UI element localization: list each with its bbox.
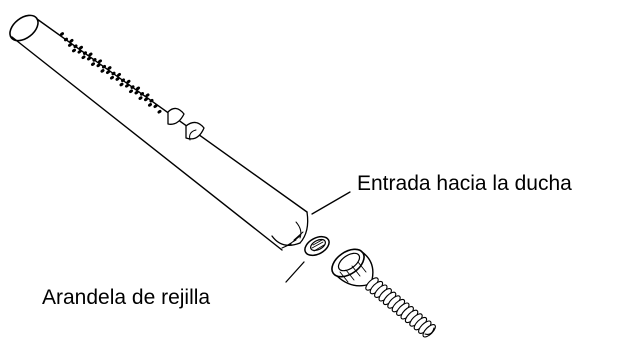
wand-buttons (167, 107, 205, 141)
spray-nozzles (60, 32, 162, 114)
spray-nozzle (68, 43, 72, 47)
leader-line-washer (285, 261, 305, 283)
spray-nozzle (81, 55, 86, 60)
spray-nozzle (60, 32, 64, 36)
spray-nozzle (121, 78, 125, 83)
spray-nozzle (134, 90, 139, 95)
spray-nozzle (157, 109, 162, 114)
spray-nozzle (136, 86, 140, 91)
hose-coupling (331, 248, 374, 287)
spray-nozzle (106, 70, 110, 74)
flexible-hose (365, 277, 436, 338)
spray-nozzle (144, 97, 148, 102)
spray-nozzle (64, 37, 68, 42)
handshower-wand (9, 14, 309, 251)
spray-nozzle (77, 50, 82, 54)
leader-line-inlet (311, 191, 351, 215)
spray-nozzle (73, 44, 78, 49)
spray-nozzle (117, 73, 121, 77)
label-washer: Arandela de rejilla (42, 286, 211, 309)
spray-nozzle (98, 59, 102, 63)
spray-nozzle (88, 52, 93, 57)
leader-lines (285, 191, 351, 283)
spray-nozzle (87, 56, 91, 61)
spray-nozzle (140, 92, 144, 96)
spray-nozzle (153, 104, 158, 108)
spray-nozzle (69, 39, 74, 43)
spray-nozzle (100, 69, 105, 73)
spray-nozzle (119, 82, 124, 87)
spray-nozzle (111, 71, 116, 76)
spray-nozzle (126, 79, 131, 84)
spray-nozzle (91, 62, 95, 66)
spray-nozzle (145, 93, 150, 97)
spray-nozzle (138, 96, 143, 100)
spray-nozzle (96, 63, 101, 68)
spray-nozzle (130, 85, 135, 89)
spray-nozzle (102, 64, 106, 69)
spray-nozzle (72, 48, 76, 53)
hose-end (424, 327, 435, 335)
screen-washer (304, 235, 330, 257)
spray-nozzle (149, 98, 154, 103)
spray-nozzle (92, 58, 97, 62)
spray-nozzle (148, 103, 152, 107)
spray-nozzle (83, 51, 87, 55)
spray-nozzle (115, 77, 120, 81)
spray-nozzle (110, 75, 114, 80)
spray-nozzle (129, 89, 133, 94)
spray-nozzle (79, 45, 83, 50)
spray-nozzle (125, 84, 129, 88)
spray-nozzle (107, 66, 112, 70)
label-inlet: Entrada hacia la ducha (357, 172, 572, 195)
